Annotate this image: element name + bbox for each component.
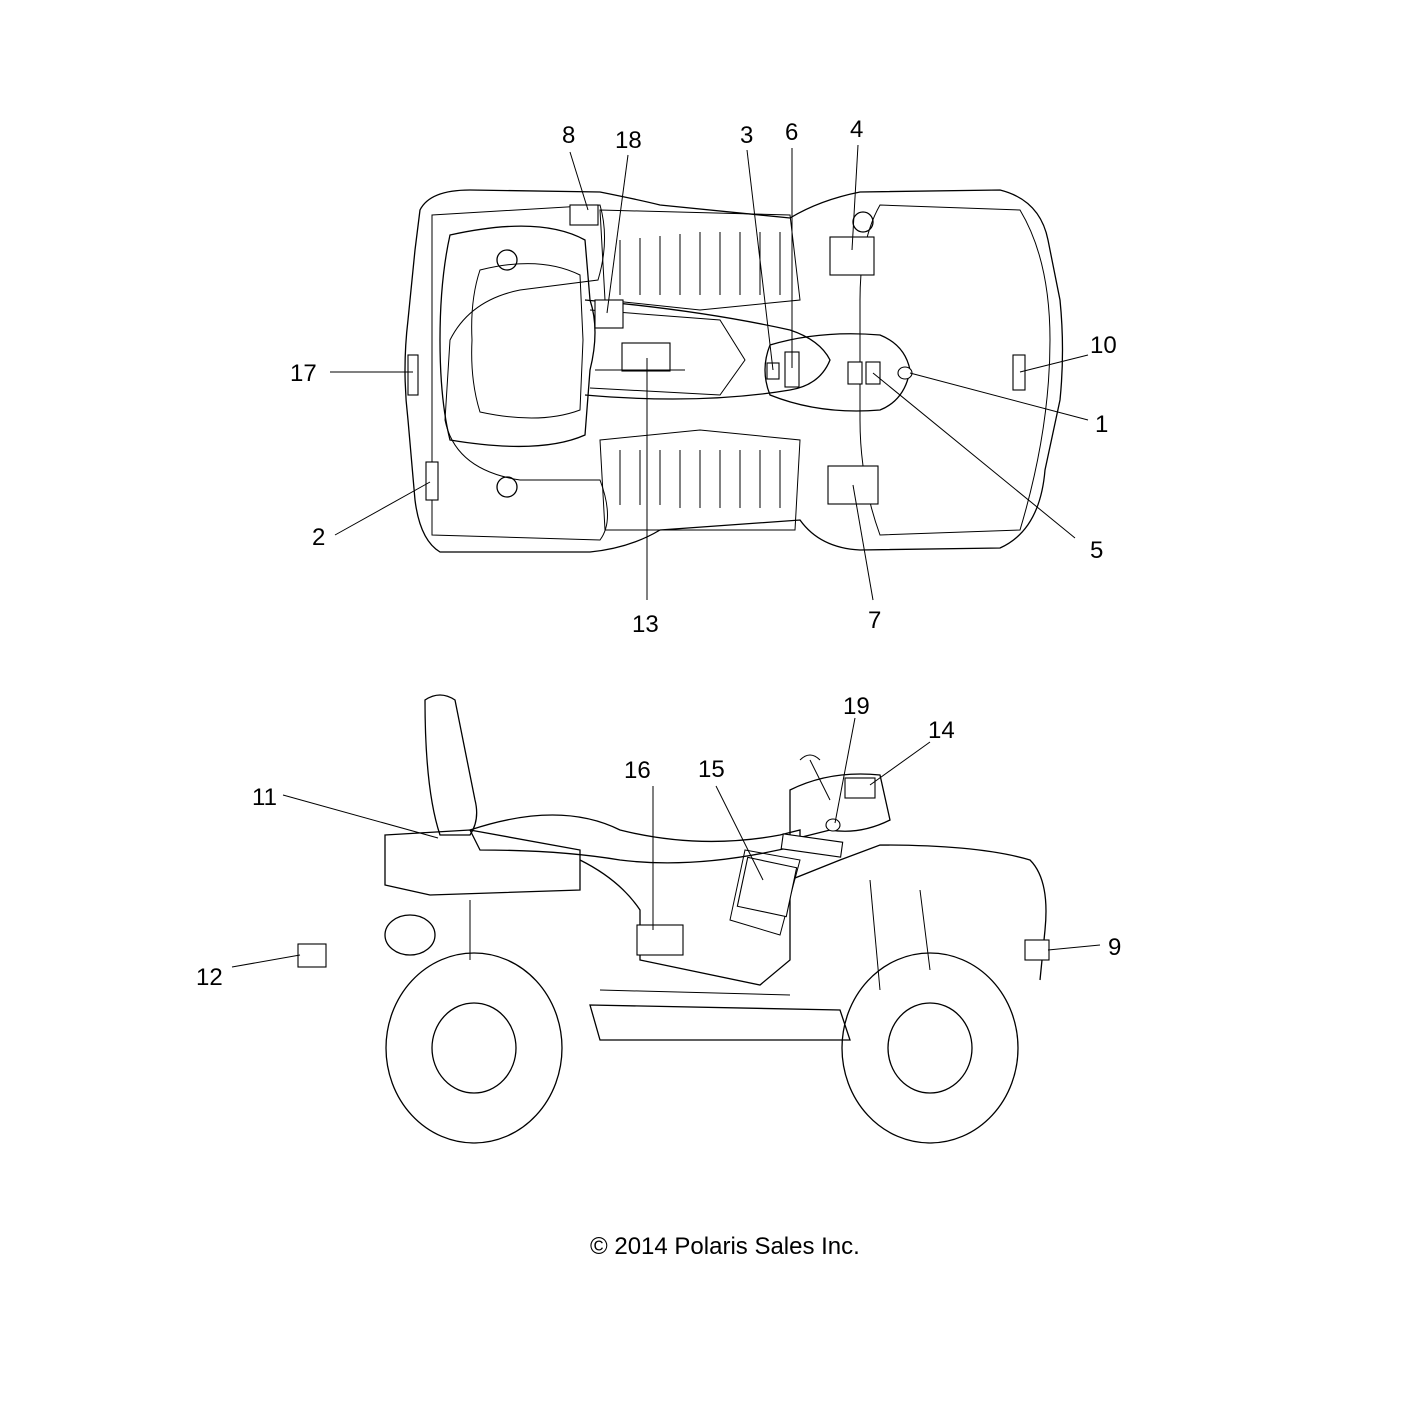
decal-12 — [297, 943, 327, 968]
callout-8: 8 — [562, 122, 575, 149]
decal-18 — [594, 299, 624, 329]
decal-4 — [829, 236, 875, 276]
decal-1 — [897, 366, 913, 380]
callout-4: 4 — [850, 116, 863, 143]
callout-15: 15 — [698, 756, 725, 783]
decal-19 — [825, 818, 841, 832]
decal-5a — [847, 361, 863, 385]
decal-14 — [844, 777, 876, 799]
decal-17 — [407, 354, 419, 396]
callout-17: 17 — [290, 360, 317, 387]
callout-7: 7 — [868, 607, 881, 634]
callout-11: 11 — [252, 784, 277, 811]
callout-16: 16 — [624, 757, 651, 784]
callout-2: 2 — [312, 524, 325, 551]
callout-6: 6 — [785, 119, 798, 146]
callout-18: 18 — [615, 127, 642, 154]
decal-2 — [425, 461, 439, 501]
decal-15-cover — [780, 833, 844, 858]
decal-3 — [766, 362, 780, 380]
decal-13 — [621, 342, 671, 372]
decal-10 — [1012, 354, 1026, 391]
decal-15-tank — [736, 856, 798, 918]
callout-19: 19 — [843, 693, 870, 720]
atv-top-view: 8 18 3 6 4 10 1 5 7 13 17 2 — [290, 116, 1117, 638]
callout-14: 14 — [928, 717, 955, 744]
callout-9: 9 — [1108, 934, 1121, 961]
callout-12: 12 — [196, 964, 223, 991]
decal-8 — [569, 204, 599, 226]
callout-1: 1 — [1095, 411, 1108, 438]
atv-side-view: 11 12 16 15 19 14 9 — [196, 693, 1121, 1144]
callout-3: 3 — [740, 122, 753, 149]
callout-10: 10 — [1090, 332, 1117, 359]
decal-9 — [1024, 939, 1050, 961]
decal-16 — [636, 924, 684, 956]
copyright-text: © 2014 Polaris Sales Inc. — [590, 1233, 860, 1260]
callout-5: 5 — [1090, 537, 1103, 564]
callout-13: 13 — [632, 611, 659, 638]
